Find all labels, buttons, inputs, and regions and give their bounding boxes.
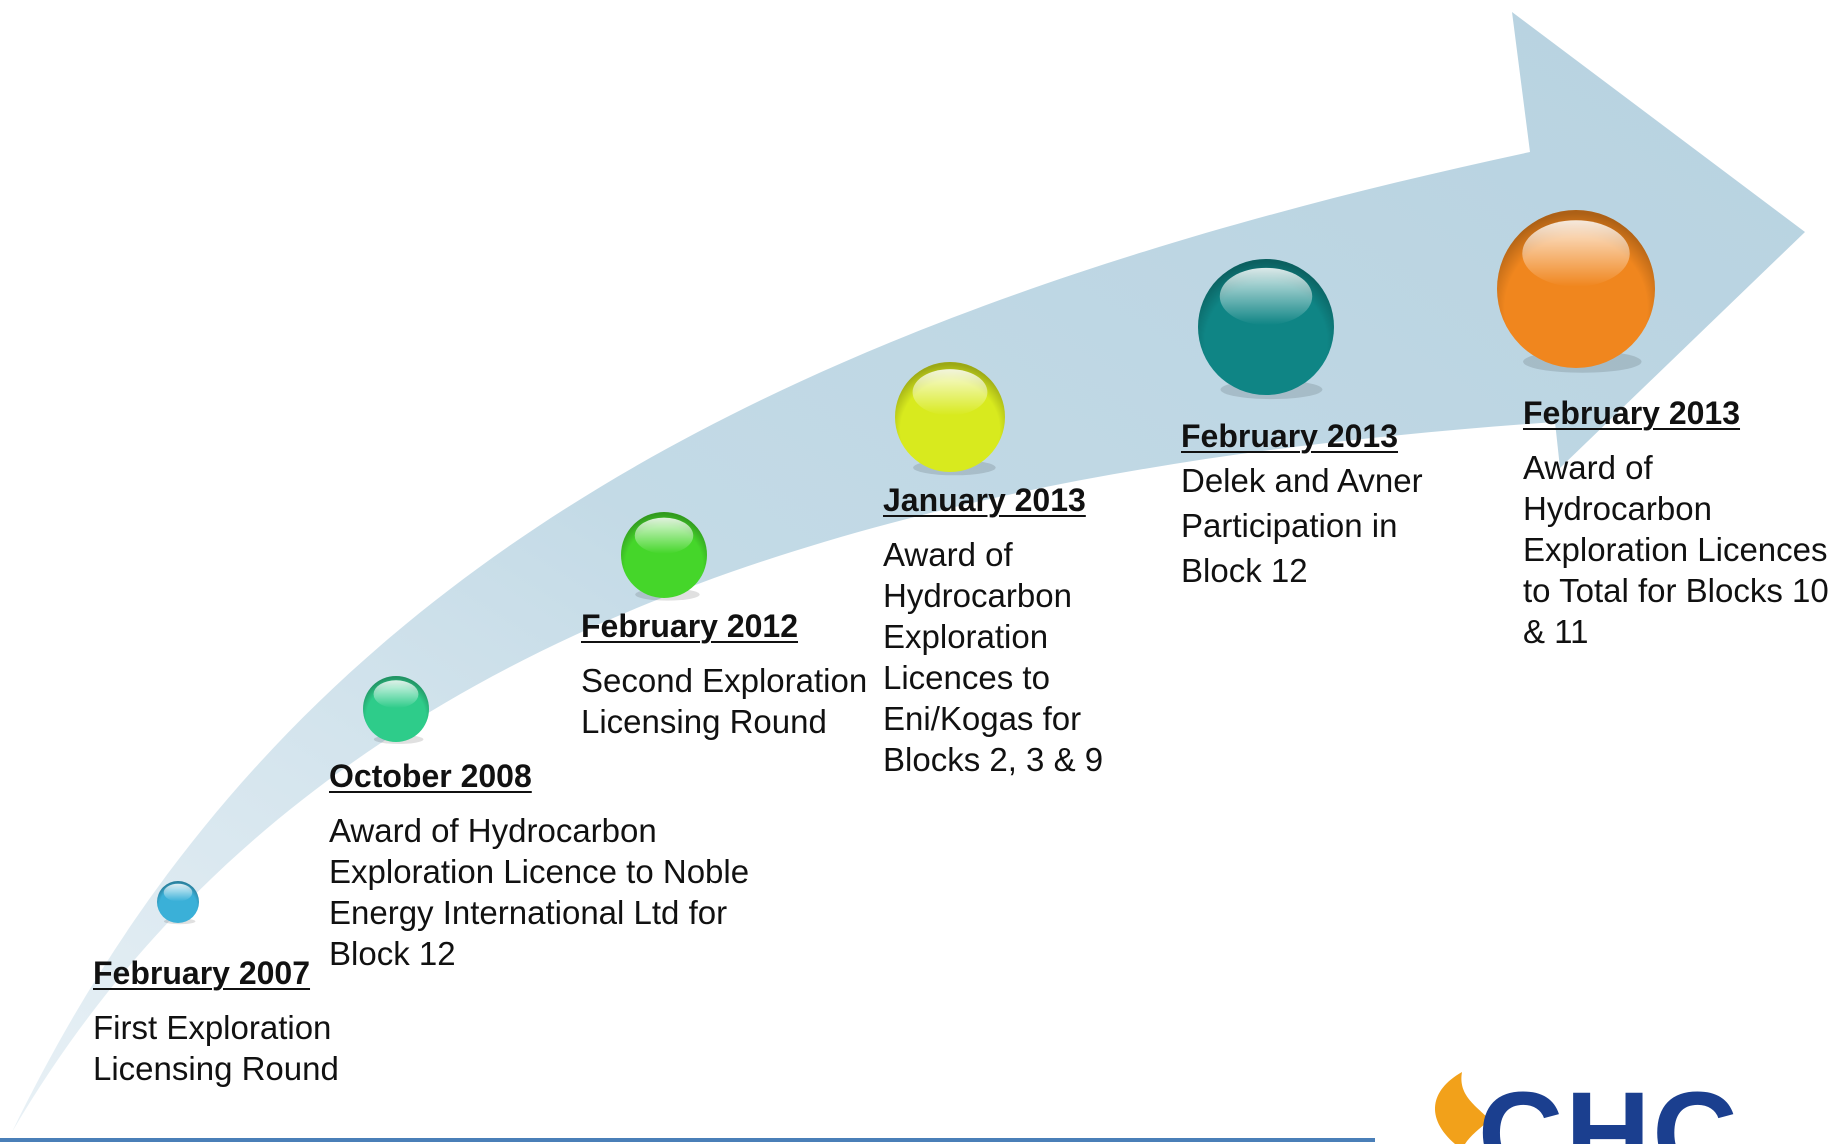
milestone-feb-2013-total: February 2013 Award of Hydrocarbon Explo… (1523, 391, 1838, 652)
milestone-marker-2 (363, 676, 429, 744)
milestone-marker-4 (895, 362, 1005, 476)
milestone-marker-3 (621, 512, 707, 601)
milestone-description: Award of Hydrocarbon Exploration Licence… (329, 812, 750, 972)
milestone-date: February 2013 (1181, 418, 1399, 454)
milestone-description: Award of Hydrocarbon Exploration Licence… (1523, 449, 1829, 650)
milestone-oct-2008: October 2008 Award of Hydrocarbon Explor… (329, 754, 779, 974)
milestone-marker-6 (1497, 210, 1655, 373)
milestone-jan-2013: January 2013 Award of Hydrocarbon Explor… (883, 478, 1123, 780)
milestone-description: Second Exploration Licensing Round (581, 662, 868, 740)
milestone-description: Delek and Avner Participation in Block 1… (1181, 462, 1423, 589)
milestone-feb-2012: February 2012 Second Exploration Licensi… (581, 604, 881, 742)
milestone-marker-5 (1198, 259, 1334, 400)
milestone-marker-1 (157, 881, 199, 925)
milestone-feb-2007: February 2007 First Exploration Licensin… (93, 951, 343, 1089)
milestone-date: February 2012 (581, 608, 799, 644)
timeline-arrow (12, 12, 1805, 1132)
milestone-date: October 2008 (329, 758, 532, 794)
milestone-date: January 2013 (883, 482, 1086, 518)
chc-flame-icon (1435, 1072, 1490, 1144)
milestone-date: February 2013 (1523, 395, 1741, 431)
milestone-description: Award of Hydrocarbon Exploration Licence… (883, 536, 1104, 778)
milestone-feb-2013-delek-avner: February 2013 Delek and Avner Participat… (1181, 414, 1461, 593)
logo-text: CHC (1478, 1068, 1740, 1144)
chc-logo: CHC (1420, 1065, 1840, 1144)
bottom-accent-rule (0, 1138, 1375, 1142)
milestone-date: February 2007 (93, 955, 311, 991)
milestone-description: First Exploration Licensing Round (93, 1009, 339, 1087)
milestone-markers (157, 210, 1655, 925)
